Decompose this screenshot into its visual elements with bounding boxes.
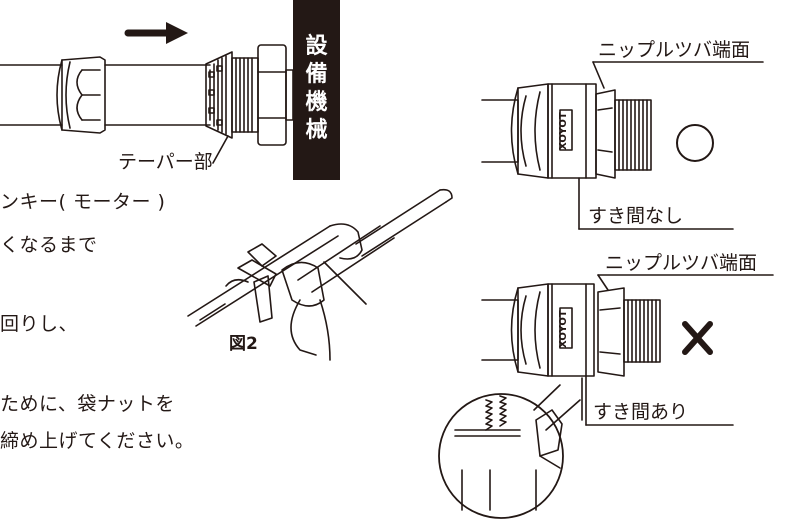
taper-label: テーパー部: [118, 151, 213, 173]
nipple-face-label-bottom: ニップルツバ端面: [605, 252, 758, 274]
equipment-char-4: 械: [305, 118, 328, 143]
push-in-figure: [0, 44, 294, 164]
instruction-line-2: くなるまで: [0, 234, 98, 256]
instruction-line-1: ンキー( モーター ): [0, 191, 166, 213]
fitting-gap: [481, 274, 774, 426]
detail-circle: [438, 384, 581, 519]
equipment-char-3: 機: [305, 90, 328, 115]
equipment-char-2: 備: [305, 62, 328, 87]
gap-label: すき間あり: [593, 401, 689, 423]
equipment-box: 設 備 機 械: [293, 0, 340, 180]
no-gap-label: すき間なし: [588, 205, 684, 227]
instruction-line-4: ために、袋ナットを: [0, 393, 175, 415]
figure-2-label: 図2: [229, 334, 258, 354]
nipple-face-label-top: ニップルツバ端面: [598, 39, 751, 61]
brand-mark-top: XOYOT: [558, 112, 569, 150]
equipment-char-1: 設: [305, 34, 328, 59]
instruction-line-3: 回りし、: [0, 313, 79, 335]
fitting-no-gap: [481, 61, 764, 230]
wrench-figure: [187, 188, 453, 361]
instruction-line-5: 締め上げてください。: [0, 430, 195, 452]
brand-mark-bottom: XOYOT: [558, 310, 569, 348]
